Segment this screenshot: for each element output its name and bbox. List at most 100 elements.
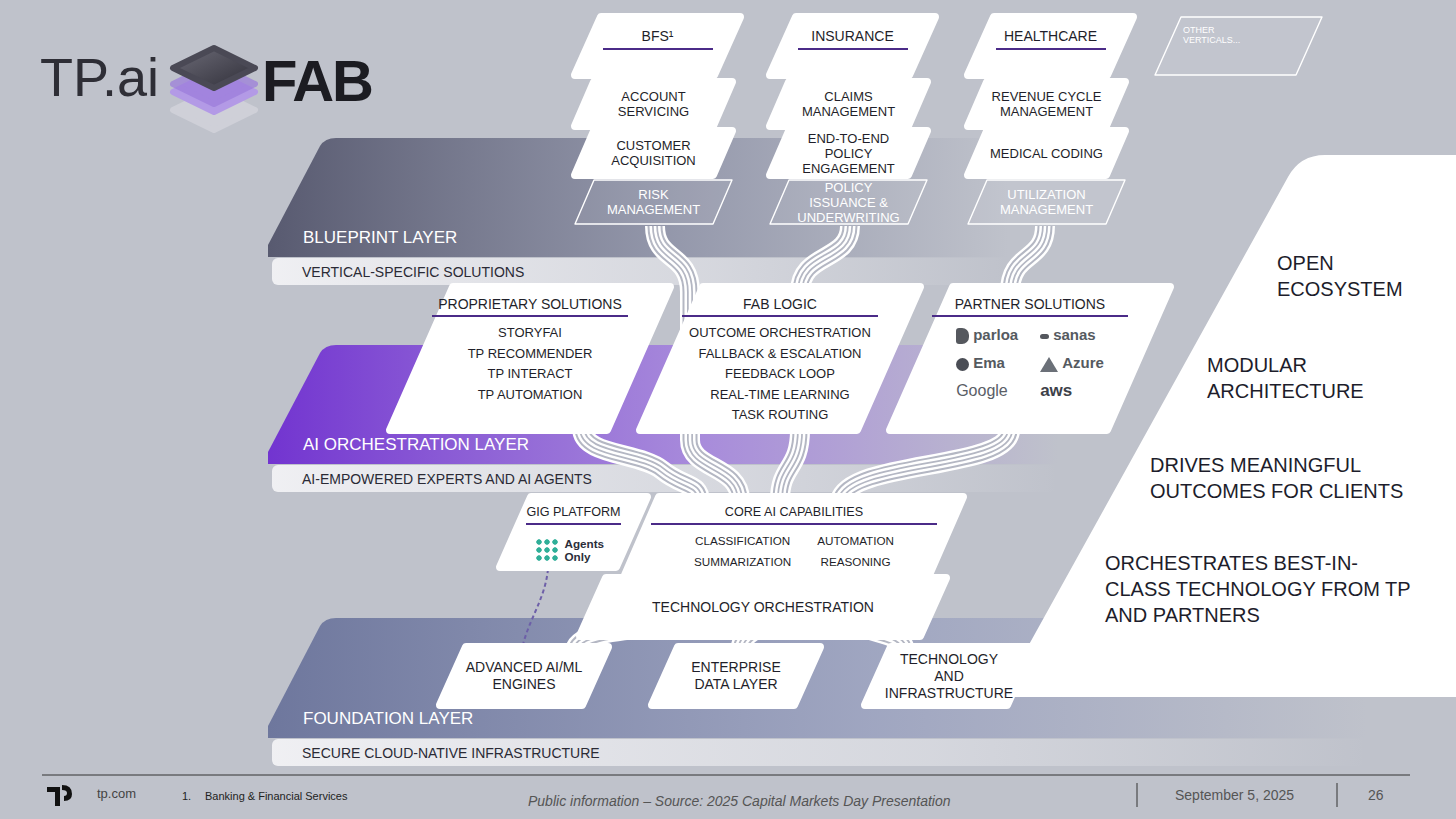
solution-box: REVENUE CYCLE MANAGEMENT [968,82,1125,126]
solution-label: TECHNOLOGY ORCHESTRATION [652,599,874,616]
solution-box [500,497,647,567]
flow-ribbon [582,428,700,502]
solution-box: PARTNER SOLUTIONSparloasanasEmaAzureGoog… [890,287,1170,430]
partner-logo-text: Ema [956,351,1018,375]
layer-subtitle: AI-EMPOWERED EXPERTS AND AI AGENTS [302,470,592,488]
solution-box: CORE AI CAPABILITIES CLASSIFICATION AUTOMA… [625,497,963,575]
page-number: 26 [1368,787,1384,804]
logo-text: FAB [262,52,372,110]
future-solution-label: UTILIZATION MANAGEMENT [988,187,1105,217]
capability-item: TP AUTOMATION [468,385,593,406]
solution-box [865,647,1033,705]
partner-logo-text: Agents Only [565,537,613,563]
footer-url: tp.com [97,786,136,802]
solution-box [440,647,608,705]
box-heading: GIG PLATFORM [526,503,621,525]
agents-only-icon [535,538,559,562]
solution-box: BFS¹ [575,17,740,75]
capability-item: TP INTERACT [468,364,593,385]
solution-box [770,17,935,75]
capability-item: CLASSIFICATION [694,531,791,552]
solution-box [575,82,732,126]
solution-box: HEALTHCARE [968,17,1133,75]
footnote-text: Banking & Financial Services [205,790,347,803]
capability-item: FALLBACK & ESCALATION [689,344,871,365]
logo-layer [173,48,255,88]
benefit-statement: OPEN ECOSYSTEM [1277,250,1427,302]
box-heading: PROPRIETARY SOLUTIONS [432,295,628,317]
capability-item: SUMMARIZATION [694,552,791,573]
layer-strip [272,739,1368,766]
capability-item: REAL-TIME LEARNING [689,385,871,406]
solution-box [890,287,1170,430]
benefit-statement: DRIVES MEANINGFUL OUTCOMES FOR CLIENTS [1150,452,1410,504]
footer-separator [1137,783,1138,807]
solution-box [968,131,1125,175]
box-outline [968,17,1133,75]
solution-box: GIG PLATFORM Agents Only [500,497,647,567]
faded-box [770,180,927,224]
capability-item: FEEDBACK LOOP [689,364,871,385]
solution-box [770,131,927,175]
capability-item: OUTCOME ORCHESTRATION [689,323,871,344]
flow-ribbon [582,428,700,502]
solution-box: UTILIZATION MANAGEMENT [968,180,1125,224]
layer-subtitle: VERTICAL-SPECIFIC SOLUTIONS [302,263,524,281]
future-solution-label: POLICY ISSUANCE & UNDERWRITING [790,180,907,225]
flow-ribbon [582,428,700,502]
flow-ribbon [582,428,700,502]
solution-label: MEDICAL CODING [990,146,1103,161]
solution-box: FAB LOGIC OUTCOME ORCHESTRATIONFALLBACK &… [640,287,920,430]
vertical-heading: BFS¹ [603,27,713,50]
footnote-number: 1. [182,790,191,803]
box-outline [1155,17,1322,75]
footer-rule [42,775,1410,776]
solution-label: ENTERPRISE DATA LAYER [675,659,797,693]
solution-box: ACCOUNT SERVICING [575,82,732,126]
solution-box: OTHER VERTICALS... [1155,17,1322,75]
solution-box: ENTERPRISE DATA LAYER [652,647,820,705]
capability-item: TASK ROUTING [689,405,871,426]
capability-item: AUTOMATION [817,531,894,552]
footer-logo [47,785,72,806]
future-solution-label: RISK MANAGEMENT [595,187,712,217]
capability-item: TP RECOMMENDER [468,344,593,365]
solution-box: TECHNOLOGY ORCHESTRATION [580,578,946,636]
solution-label: END-TO-END POLICY ENGAGEMENT [790,131,907,176]
solution-box: POLICY ISSUANCE & UNDERWRITING [770,180,927,224]
partner-logo-text: sanas [1040,323,1104,347]
logo-text: TP.ai [40,50,159,104]
solution-box: TECHNOLOGY AND INFRASTRUCTURE [865,647,1033,705]
box-heading: FAB LOGIC [682,295,878,317]
solution-label: ACCOUNT SERVICING [595,89,712,119]
box-outline [575,17,740,75]
source-note: Public information – Source: 2025 Capita… [528,793,951,810]
box-heading: PARTNER SOLUTIONS [932,295,1128,317]
layer-strip [272,258,1008,285]
partner-logo-text: parloa [956,323,1018,347]
faded-box [1155,17,1322,75]
flow-ribbon [582,428,700,502]
vertical-heading: HEALTHCARE [996,27,1106,50]
solution-box [580,578,946,636]
partner-logo-text: aws [1040,379,1104,403]
solution-label: REVENUE CYCLE MANAGEMENT [988,89,1105,119]
box-heading: CORE AI CAPABILITIES [651,503,937,525]
layer-subtitle: SECURE CLOUD-NATIVE INFRASTRUCTURE [302,744,600,762]
solution-box: MEDICAL CODING [968,131,1125,175]
layer-title: FOUNDATION LAYER [303,709,473,729]
solution-box: CUSTOMER ACQUISITION [575,131,732,175]
partner-logo-text: Azure [1040,351,1104,375]
solution-box [575,17,740,75]
box-outline [770,17,935,75]
solution-label: CLAIMS MANAGEMENT [790,89,907,119]
benefit-statement: MODULAR ARCHITECTURE [1207,352,1377,404]
solution-box: CLAIMS MANAGEMENT [770,82,927,126]
layer-title: BLUEPRINT LAYER [303,228,457,248]
benefit-statement: ORCHESTRATES BEST-IN-CLASS TECHNOLOGY FR… [1105,550,1415,628]
capability-item: STORYFAI [468,323,593,344]
solution-box: ADVANCED AI/ML ENGINES [440,647,608,705]
layer-title: AI ORCHESTRATION LAYER [303,435,529,455]
dashed-link [522,569,548,649]
solution-box [770,82,927,126]
